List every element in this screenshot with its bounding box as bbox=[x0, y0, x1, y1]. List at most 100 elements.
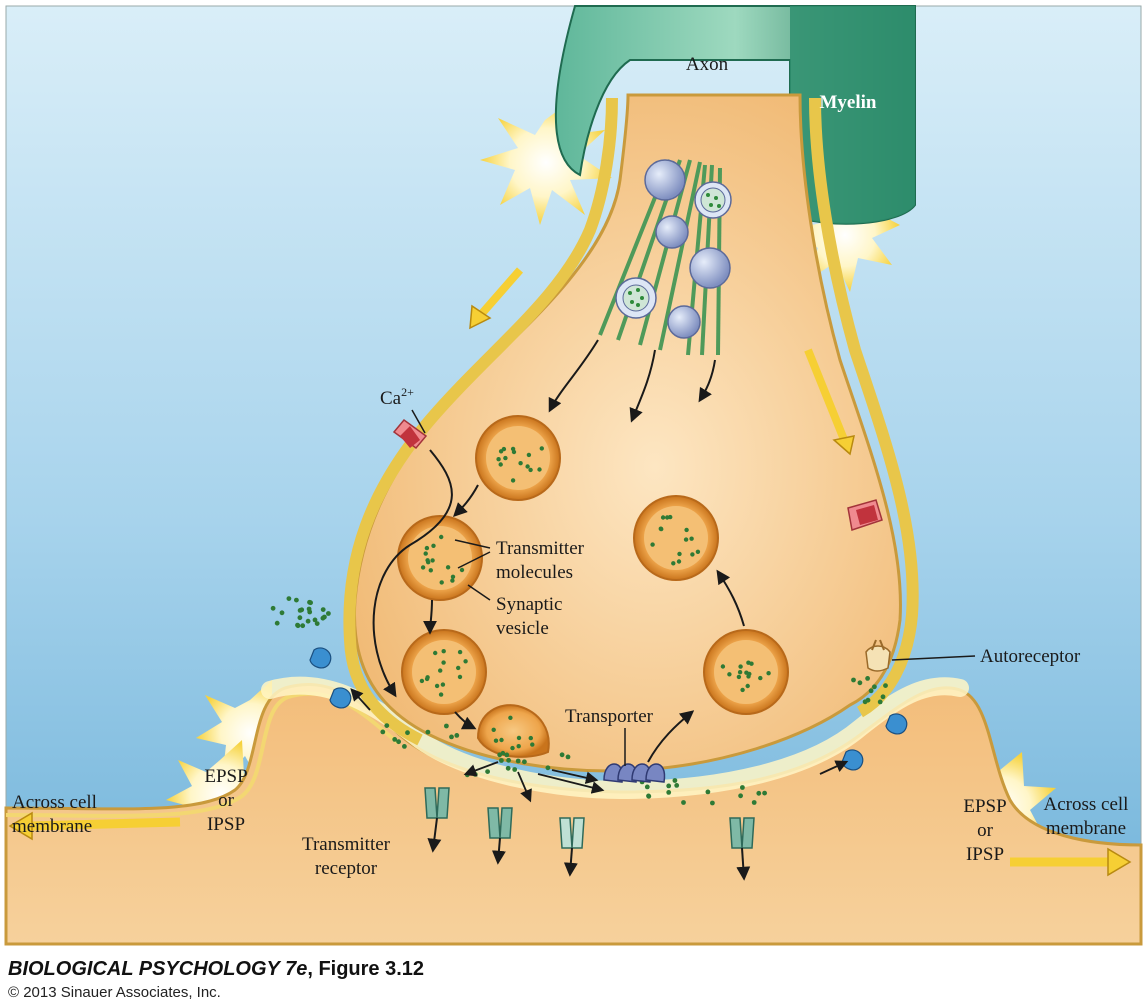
label-across-left-2: membrane bbox=[12, 816, 92, 837]
transmitter-molecule bbox=[751, 800, 757, 805]
copyright: © 2013 Sinauer Associates, Inc. bbox=[8, 984, 221, 1001]
transmitter-molecule bbox=[650, 542, 655, 547]
transmitter-molecule bbox=[695, 549, 701, 554]
transmitter-molecule bbox=[738, 793, 743, 799]
transmitter-molecule bbox=[312, 617, 318, 623]
transmitter-molecule bbox=[326, 611, 331, 616]
transmitter-molecule bbox=[689, 536, 694, 541]
transmitter-molecule bbox=[297, 615, 303, 621]
transmitter-molecule bbox=[300, 623, 306, 629]
label-epsp-left-1: EPSP bbox=[204, 766, 247, 787]
transmitter-molecule bbox=[491, 727, 496, 732]
transmitter-molecule bbox=[526, 452, 532, 458]
transmitter-molecule bbox=[439, 534, 444, 540]
transmitter-molecule bbox=[736, 674, 742, 680]
transmitter-molecule bbox=[857, 680, 863, 686]
transmitter-molecule bbox=[430, 558, 435, 563]
transmitter-molecule bbox=[674, 783, 680, 788]
transmitter-molecule bbox=[684, 527, 689, 533]
transporter bbox=[603, 763, 666, 783]
transmitter-molecule bbox=[690, 552, 695, 557]
transmitter-molecule bbox=[294, 597, 299, 603]
transported-vesicles bbox=[615, 159, 732, 339]
transmitter-molecule bbox=[270, 605, 276, 611]
transmitter-molecule bbox=[683, 537, 689, 542]
transmitter-molecule bbox=[450, 574, 456, 579]
transmitter-molecule bbox=[516, 735, 522, 741]
transmitter-molecule bbox=[440, 682, 446, 687]
transmitter-molecule bbox=[525, 464, 530, 469]
transmitter-molecule bbox=[457, 649, 463, 655]
transmitter-molecule bbox=[463, 659, 468, 664]
label-epsp-right-1: EPSP bbox=[963, 796, 1006, 817]
transmitter-molecule bbox=[392, 737, 398, 742]
transmitter-molecule bbox=[530, 742, 535, 747]
transmitter-molecule bbox=[508, 715, 513, 720]
label-across-right-1: Across cell bbox=[1044, 794, 1129, 815]
transmitter-molecule bbox=[308, 600, 313, 606]
transmitter-molecule bbox=[559, 752, 565, 758]
label-epsp-left-2: or bbox=[218, 790, 235, 811]
transmitter-molecule bbox=[425, 558, 430, 563]
transmitter-molecule bbox=[419, 678, 425, 684]
transmitter-molecule bbox=[512, 767, 518, 772]
transmitter-molecule bbox=[660, 515, 666, 520]
transmitter-molecule bbox=[433, 650, 438, 656]
transmitter-molecule bbox=[668, 514, 673, 520]
label-receptor-1: Transmitter bbox=[302, 834, 391, 855]
transmitter-molecule bbox=[286, 596, 292, 601]
burst-left bbox=[196, 680, 306, 786]
transmitter-molecule bbox=[320, 615, 326, 621]
label-epsp-right-2: or bbox=[977, 820, 994, 841]
transmitter-molecule bbox=[306, 606, 312, 612]
transmitter-molecule bbox=[671, 561, 676, 566]
current-arrows bbox=[8, 267, 1132, 877]
transmitter-molecule bbox=[510, 446, 516, 452]
transmitter-molecule bbox=[438, 692, 444, 697]
transmitter-molecule bbox=[537, 467, 542, 472]
transmitter-molecule bbox=[424, 545, 430, 551]
transmitter-molecule bbox=[454, 733, 460, 738]
transmitter-molecule bbox=[522, 759, 527, 765]
transmitter-molecule bbox=[746, 660, 751, 665]
label-calcium: Ca2+ bbox=[380, 385, 414, 409]
transmitter-molecule bbox=[539, 446, 544, 451]
transmitter-molecule bbox=[425, 675, 430, 680]
transmitter-molecules bbox=[270, 446, 888, 806]
transmitter-molecule bbox=[744, 670, 749, 675]
calcium-channel-left bbox=[392, 418, 428, 450]
label-leader-lines bbox=[411, 409, 976, 766]
transmitter-molecule bbox=[445, 565, 451, 570]
label-transmitter-molecules-1: Transmitter bbox=[496, 538, 585, 559]
transmitter-molecule bbox=[499, 737, 504, 743]
transmitter-molecule bbox=[666, 790, 672, 795]
transmitter-molecule bbox=[320, 607, 326, 612]
transmitter-molecule bbox=[681, 800, 686, 805]
transmitter-receptors bbox=[424, 787, 755, 881]
transmitter-molecule bbox=[472, 772, 478, 777]
transmitter-molecule bbox=[644, 784, 650, 790]
transmitter-molecule bbox=[423, 551, 428, 556]
label-synaptic-vesicle-2: vesicle bbox=[496, 618, 549, 639]
label-epsp-left-3: IPSP bbox=[207, 814, 245, 835]
transmitter-molecule bbox=[872, 684, 877, 690]
terminal-membrane-right bbox=[809, 97, 919, 718]
label-myelin: Myelin bbox=[820, 92, 877, 113]
transmitter-molecule bbox=[457, 674, 463, 680]
transmitter-molecule bbox=[428, 568, 433, 573]
autoreceptor bbox=[865, 639, 891, 672]
transmitter-molecule bbox=[499, 758, 504, 763]
transmitter-molecule bbox=[758, 675, 763, 681]
transmitter-molecule bbox=[504, 752, 510, 758]
transmitter-molecule bbox=[666, 783, 672, 789]
transmitter-molecule bbox=[705, 789, 711, 795]
transmitter-molecule bbox=[456, 665, 461, 671]
figure-caption: BIOLOGICAL PSYCHOLOGY 7e, Figure 3.12 bbox=[8, 958, 424, 981]
transmitter-molecule bbox=[297, 608, 303, 613]
transmitter-molecule bbox=[384, 723, 390, 728]
transmitter-molecule bbox=[865, 697, 871, 703]
transmitter-molecule bbox=[274, 620, 280, 626]
label-across-right-2: membrane bbox=[1046, 818, 1126, 839]
terminal-membrane-left bbox=[343, 97, 618, 746]
transmitter-molecule bbox=[565, 754, 571, 760]
